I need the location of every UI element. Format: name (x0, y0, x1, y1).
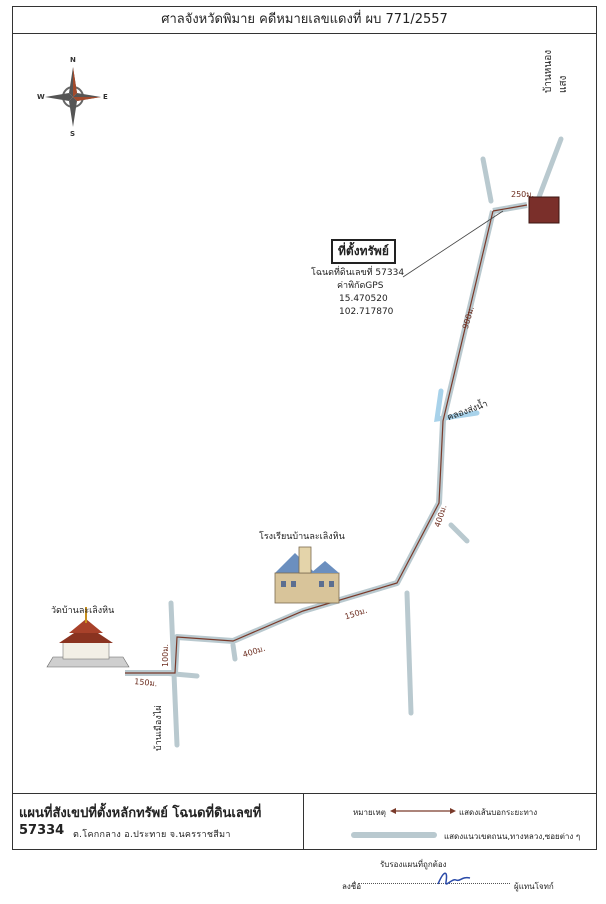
legend-arrow-desc: แสดงเส้นบอกระยะทาง (459, 808, 538, 817)
map-frame: ศาลจังหวัดพิมาย คดีหมายเลขแดงที่ ผบ 771/… (12, 6, 597, 850)
gps-longitude: 102.717870 (339, 307, 394, 317)
plan-location: ต.โคกกลาง อ.ประทาย จ.นครราชสีมา (73, 830, 231, 840)
court-case-title: ศาลจังหวัดพิมาย คดีหมายเลขแดงที่ ผบ 771/… (13, 7, 596, 34)
label-ban-mueang-phai: บ้านเมืองไผ่ (154, 705, 164, 751)
distance-250: 250ม. (511, 190, 535, 199)
property-plot-marker (528, 196, 560, 224)
road-south-branch (404, 590, 414, 716)
road-stub-east (448, 522, 470, 544)
map-drawing (45, 67, 564, 748)
road-stub (230, 642, 238, 662)
certify-label: รับรองแผนที่ถูกต้อง (380, 860, 447, 869)
sign-suffix: ผู้แทนโจทก์ (514, 882, 554, 891)
compass-rose-icon (45, 67, 101, 127)
gps-latitude: 15.470520 (339, 294, 388, 304)
main-road (125, 210, 496, 676)
property-deed: โฉนดที่ดินเลขที่ 57334 (311, 268, 405, 278)
sign-prefix: ลงชื่อ (342, 882, 362, 891)
compass-e: E (103, 93, 108, 101)
signature-icon (437, 872, 471, 885)
label-ban-nong-saeng: บ้านหนองแสง (543, 49, 569, 93)
distance-route-arrows (125, 204, 528, 674)
signature-line (358, 883, 510, 884)
property-heading: ที่ตั้งทรัพย์ (331, 239, 396, 264)
legend-key-label: หมายเหตุ (353, 808, 386, 817)
legend-road-swatch (351, 832, 437, 838)
plan-title: แผนที่สังเขปที่ตั้งหลักทรัพย์ โฉนดที่ดิน… (19, 806, 262, 838)
compass-w: W (37, 93, 45, 101)
legend-arrow-icon (390, 808, 456, 814)
compass-s: S (70, 130, 76, 138)
school-icon (274, 546, 340, 604)
gps-label: ค่าพิกัดGPS (337, 281, 384, 291)
roads (160, 136, 564, 748)
compass-n: N (70, 56, 76, 64)
label-temple: วัดบ้านละเลิงหิน (51, 606, 115, 616)
map-area: N S W E ที่ตั้งทรัพย์ โฉนดที่ดินเลขที่ 5… (13, 33, 596, 793)
legend-row: แผนที่สังเขปที่ตั้งหลักทรัพย์ โฉนดที่ดิน… (13, 793, 596, 850)
distance-100: 100ม. (161, 643, 170, 667)
property-pointer-line (402, 210, 504, 278)
distance-150-temple: 150ม. (133, 676, 158, 689)
legend-road-desc: แสดงแนวเขตถนน,ทางหลวง,ซอยต่าง ๆ (444, 832, 581, 841)
legend-title-box: แผนที่สังเขปที่ตั้งหลักทรัพย์ โฉนดที่ดิน… (13, 794, 304, 850)
temple-icon (46, 607, 130, 668)
label-school: โรงเรียนบ้านละเลิงหิน (259, 532, 345, 542)
canal-line (434, 388, 480, 422)
road-branch-north (480, 156, 494, 204)
